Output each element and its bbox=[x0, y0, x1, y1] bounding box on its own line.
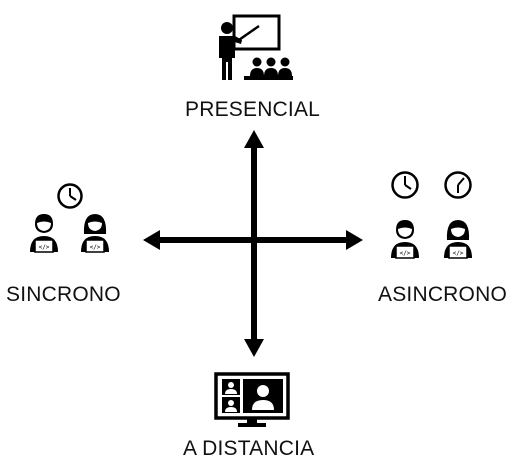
clock-icon bbox=[57, 183, 83, 209]
teacher-classroom-icon bbox=[219, 14, 293, 80]
svg-text:</>: </> bbox=[400, 250, 411, 257]
clock-icon bbox=[444, 171, 472, 199]
person-laptop-icon: </> bbox=[30, 214, 58, 253]
clock-icon bbox=[391, 171, 419, 199]
top-label: PRESENCIAL bbox=[185, 98, 321, 121]
right-label: ASINCRONO bbox=[378, 283, 507, 306]
person-laptop-icon: </> bbox=[391, 220, 419, 259]
person-laptop-icon: </> bbox=[444, 220, 472, 259]
bottom-label: A DISTANCIA bbox=[183, 437, 315, 460]
left-label: SINCRONO bbox=[6, 283, 121, 306]
vertical-axis-arrow bbox=[244, 130, 264, 357]
horizontal-axis-arrow bbox=[143, 230, 363, 250]
video-conference-icon bbox=[214, 372, 290, 427]
person-laptop-icon: </> bbox=[81, 214, 109, 253]
svg-text:</>: </> bbox=[453, 250, 464, 257]
svg-text:</>: </> bbox=[90, 244, 101, 251]
svg-text:</>: </> bbox=[39, 244, 50, 251]
